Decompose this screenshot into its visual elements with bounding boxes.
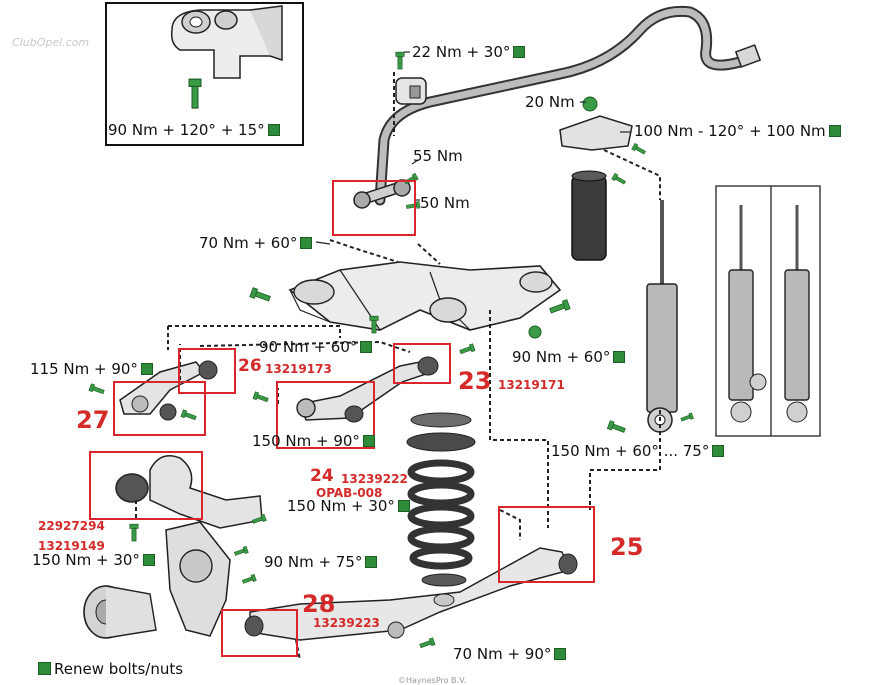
lower-spring-arm bbox=[244, 547, 578, 650]
renew-icon bbox=[397, 500, 410, 512]
torque-subframe-right: 90 Nm + 60° bbox=[512, 348, 626, 366]
torque-subframe-mid: 90 Nm + 60° bbox=[259, 338, 373, 356]
highlight-box-23 bbox=[393, 343, 451, 384]
legend-text: Renew bolts/nuts bbox=[54, 660, 184, 678]
torque-arm-27: 115 Nm + 90° bbox=[30, 360, 153, 378]
highlight-box-27 bbox=[113, 381, 206, 436]
watermark-bottom: ©HaynesPro B.V. bbox=[398, 676, 467, 685]
renew-icon bbox=[613, 351, 626, 363]
toe-link-arm bbox=[88, 360, 218, 422]
highlight-box-26 bbox=[178, 348, 236, 394]
torque-knuckle: 150 Nm + 30° bbox=[32, 551, 155, 569]
renew-icon bbox=[513, 46, 526, 58]
torque-link-lower: 50 Nm bbox=[420, 194, 470, 212]
torque-knuckle-mid: 90 Nm + 75° bbox=[264, 553, 378, 571]
legend: Renew bolts/nuts bbox=[38, 660, 183, 678]
torque-strut-mount: 100 Nm - 120° + 100 Nm bbox=[634, 122, 841, 140]
torque-strut-nut: 20 Nm bbox=[525, 93, 575, 111]
callout-28-part: 13239223 bbox=[313, 616, 380, 630]
highlight-box-28 bbox=[221, 609, 298, 657]
torque-link-upper: 55 Nm bbox=[413, 147, 463, 165]
torque-spring: 150 Nm + 30° bbox=[287, 497, 410, 515]
torque-lower-arm: 70 Nm + 90° bbox=[453, 645, 567, 663]
renew-icon bbox=[142, 554, 155, 566]
renew-icon bbox=[828, 125, 841, 137]
strut-assembly bbox=[559, 96, 694, 435]
callout-27: 27 bbox=[76, 406, 110, 434]
inset-bracket bbox=[170, 5, 283, 109]
leader-lines bbox=[315, 51, 630, 245]
renew-icon bbox=[38, 662, 51, 675]
callout-25: 25 bbox=[610, 533, 644, 561]
coil-spring bbox=[406, 412, 476, 587]
callout-24: 24 bbox=[310, 466, 334, 486]
renew-icon bbox=[140, 363, 153, 375]
highlight-box-stabilizer-link bbox=[332, 180, 416, 236]
highlight-box-trailing-bushing bbox=[89, 451, 203, 520]
trailing-arm bbox=[115, 455, 263, 542]
renew-icon bbox=[554, 648, 567, 660]
callout-23-part: 13219171 bbox=[498, 378, 565, 392]
renew-icon bbox=[362, 435, 375, 447]
subframe bbox=[249, 261, 571, 339]
callout-knuckle-part-a: 22927294 bbox=[38, 519, 105, 533]
highlight-box-25 bbox=[498, 506, 595, 583]
callout-26-part: 13219173 bbox=[265, 362, 332, 376]
torque-upper-arm: 150 Nm + 90° bbox=[252, 432, 375, 450]
callout-knuckle-part-b: 13219149 bbox=[38, 539, 105, 553]
stabilizer-clamp bbox=[395, 51, 427, 105]
torque-subframe-left: 70 Nm + 60° bbox=[199, 234, 313, 252]
renew-icon bbox=[267, 124, 280, 136]
stabilizer-link bbox=[353, 173, 421, 211]
renew-icon bbox=[712, 445, 725, 457]
watermark-top-left: ClubOpel.com bbox=[12, 36, 90, 49]
torque-stabilizer-top: 22 Nm + 30° bbox=[412, 43, 526, 61]
torque-damper-lower: 150 Nm + 60° ... 75° bbox=[551, 442, 725, 460]
damper-reference-panel bbox=[715, 185, 821, 437]
callout-24-code: OPAB-008 bbox=[316, 486, 383, 500]
torque-inset: 90 Nm + 120° + 15° bbox=[108, 121, 280, 139]
callout-26: 26 bbox=[238, 356, 262, 376]
callout-28: 28 bbox=[302, 590, 336, 618]
highlight-box-upper-arm bbox=[276, 381, 375, 449]
upper-arm bbox=[252, 343, 476, 423]
callout-24-part: 13239222 bbox=[341, 472, 408, 486]
renew-icon bbox=[300, 237, 313, 249]
assembly-dashed-lines bbox=[135, 72, 661, 661]
wheel-knuckle bbox=[83, 513, 267, 639]
renew-icon bbox=[360, 341, 373, 353]
callout-23: 23 bbox=[458, 367, 492, 395]
renew-icon bbox=[365, 556, 378, 568]
